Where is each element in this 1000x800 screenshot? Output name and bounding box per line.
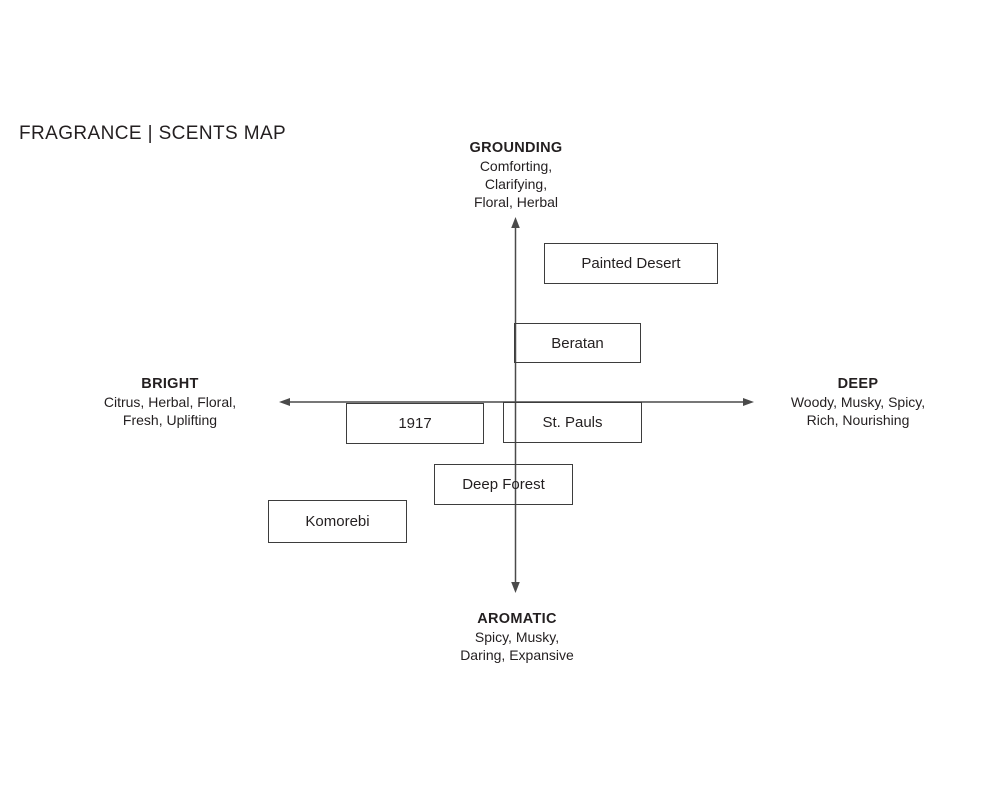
axis-desc-line: Clarifying,: [484, 176, 548, 192]
scent-box-1917: 1917: [346, 403, 484, 444]
arrowhead-left-icon: [279, 398, 290, 406]
axis-desc-line: Comforting,: [479, 158, 553, 174]
axis-desc-line: Daring, Expansive: [460, 647, 574, 663]
axis-desc-line: Fresh, Uplifting: [122, 412, 218, 428]
axis-name-aromatic: AROMATIC: [477, 611, 557, 627]
arrowhead-up-icon: [511, 217, 520, 228]
axis-name-deep: DEEP: [837, 376, 879, 392]
scent-label: Beratan: [551, 334, 604, 352]
scent-label: Komorebi: [305, 513, 370, 530]
axis-label-bright: BRIGHT Citrus, Herbal, Floral, Fresh, Up…: [104, 375, 236, 429]
axis-desc-line: Woody, Musky, Spicy,: [790, 394, 926, 410]
scent-box-beratan: Beratan: [514, 323, 641, 363]
axis-name-bright: BRIGHT: [141, 376, 199, 392]
arrowhead-down-icon: [511, 582, 520, 593]
axis-label-deep: DEEP Woody, Musky, Spicy, Rich, Nourishi…: [791, 375, 925, 429]
scent-box-deep-forest: Deep Forest: [434, 464, 573, 505]
scent-box-painted-desert: Painted Desert: [544, 243, 718, 284]
axis-desc-line: Floral, Herbal: [473, 194, 559, 210]
axis-desc-line: Rich, Nourishing: [806, 412, 910, 428]
axis-desc-line: Citrus, Herbal, Floral,: [103, 394, 237, 410]
axis-desc-line: Spicy, Musky,: [474, 629, 560, 645]
axis-label-grounding: GROUNDING Comforting, Clarifying, Floral…: [470, 139, 563, 211]
scent-label: Deep Forest: [462, 476, 545, 493]
page-title: FRAGRANCE | SCENTS MAP: [19, 123, 287, 144]
scent-label: 1917: [398, 415, 432, 432]
axis-label-aromatic: AROMATIC Spicy, Musky, Daring, Expansive: [460, 610, 574, 664]
scent-label: St. Pauls: [542, 414, 603, 431]
scent-box-st-pauls: St. Pauls: [503, 402, 642, 443]
axis-name-grounding: GROUNDING: [469, 140, 563, 156]
arrowhead-right-icon: [743, 398, 754, 406]
scent-box-komorebi: Komorebi: [268, 500, 407, 543]
scent-label: Painted Desert: [581, 255, 681, 272]
